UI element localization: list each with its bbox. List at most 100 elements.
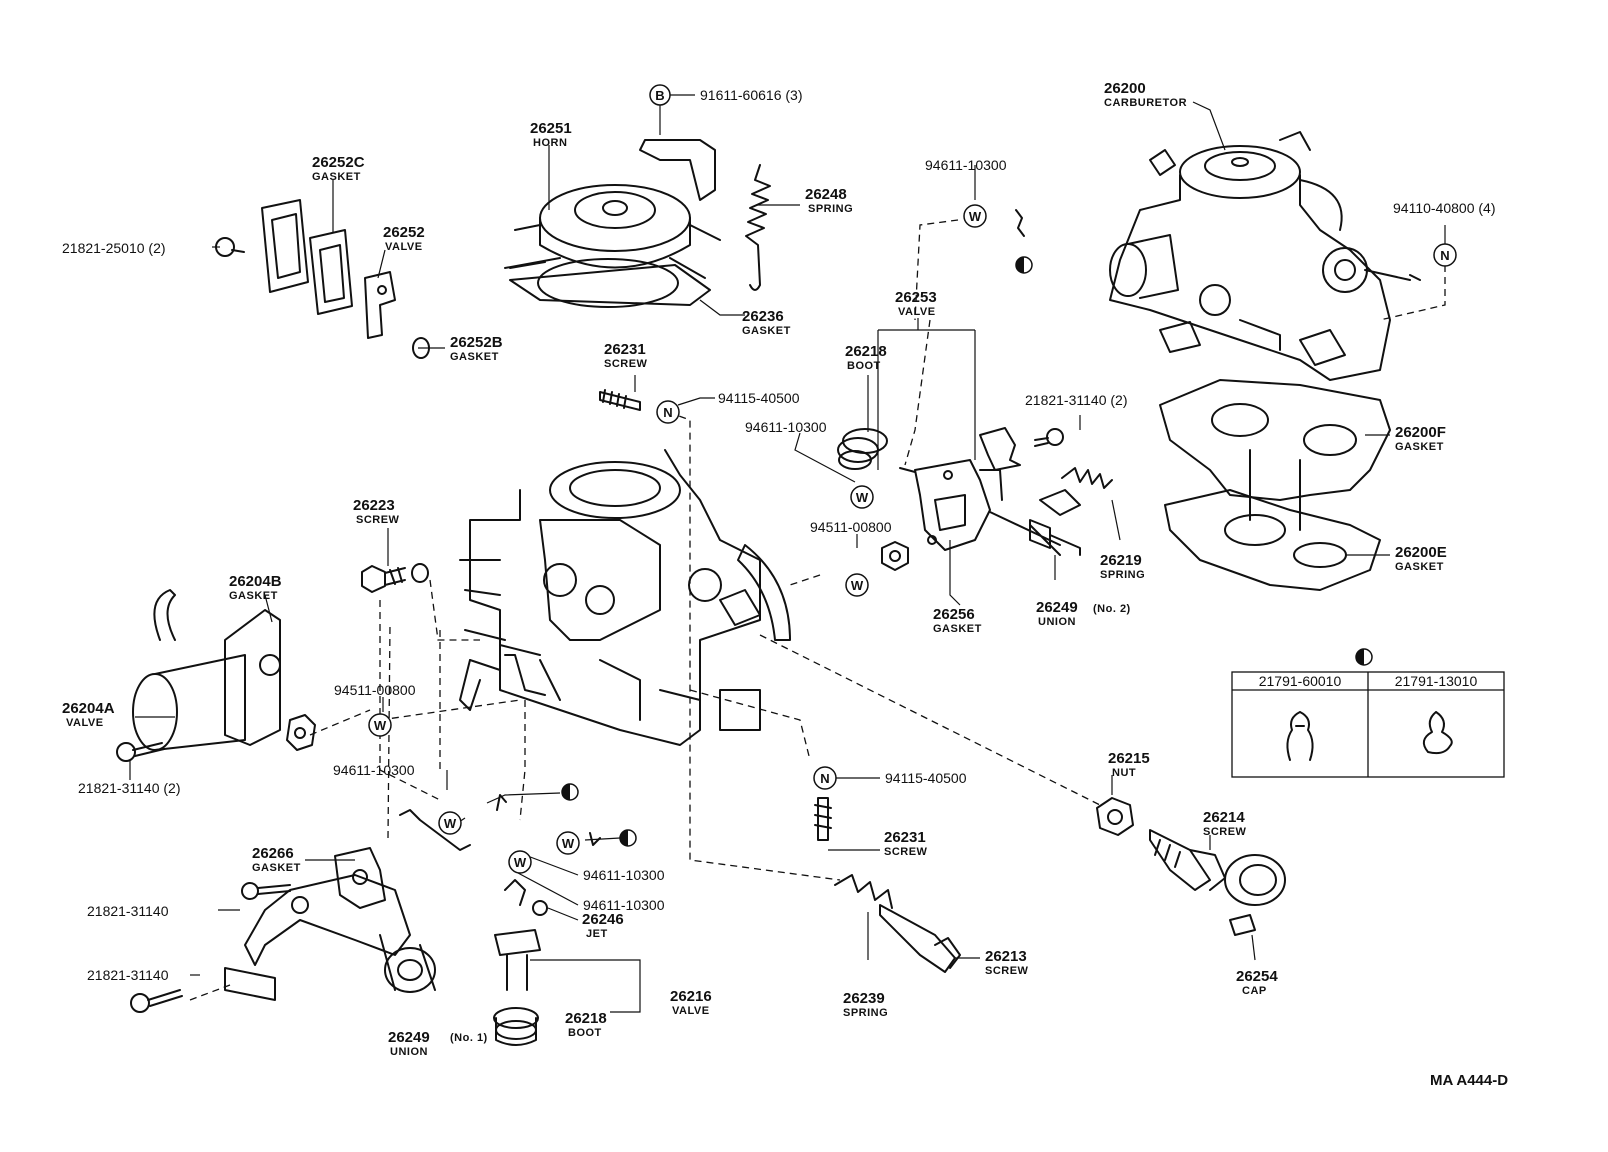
clip-13010-icon xyxy=(1422,711,1453,755)
symbol-w-nut: W xyxy=(845,573,869,597)
callout-26204b-name: GASKET xyxy=(229,590,278,602)
callout-26246-number: 26246 xyxy=(582,911,624,928)
callout-26252-number: 26252 xyxy=(383,224,425,241)
symbol-w-left: W xyxy=(368,713,392,737)
svg-text:N: N xyxy=(1440,248,1449,263)
union-26249-no2-part xyxy=(1029,519,1081,556)
spring-26248-part xyxy=(745,164,771,291)
callout-94115-top-number: 94115-40500 xyxy=(718,390,800,406)
gasket-26252c-part xyxy=(261,199,353,315)
callout-21821-25010-number: 21821-25010 (2) xyxy=(62,240,166,256)
symbol-w-top: W xyxy=(963,204,987,228)
clip-table: 21791-60010 21791-13010 xyxy=(1231,648,1505,778)
svg-text:N: N xyxy=(663,405,672,420)
callout-26249-no1-number: 26249 xyxy=(388,1029,430,1046)
callout-21821-31140-a-number: 21821-31140 xyxy=(87,903,169,919)
callout-26266-name: GASKET xyxy=(252,862,301,874)
callout-26213-number: 26213 xyxy=(985,948,1027,965)
svg-text:W: W xyxy=(444,816,457,831)
valve-26204a-part xyxy=(132,589,281,751)
callout-26231-top-name: SCREW xyxy=(604,358,648,370)
callout-26249-no1-qualifier: (No. 1) xyxy=(450,1032,488,1044)
symbol-b: B xyxy=(649,84,671,106)
callout-labels: 91611-60616 (3) 26251 HORN 26252C GASKET… xyxy=(62,80,1508,1089)
callout-26204b-number: 26204B xyxy=(229,573,282,590)
carburetor-body-part xyxy=(459,449,791,746)
callout-26223-number: 26223 xyxy=(353,497,395,514)
callout-94511-left-number: 94511-00800 xyxy=(334,682,416,698)
callout-26253-number: 26253 xyxy=(895,289,937,306)
callout-26218-bot-name: BOOT xyxy=(568,1027,602,1039)
callout-26251-name: HORN xyxy=(533,137,567,149)
bolt-21821-31140-2a-part xyxy=(1034,428,1064,447)
callout-94611-top-number: 94611-10300 xyxy=(925,157,1007,173)
callout-26200e-number: 26200E xyxy=(1395,544,1447,561)
callout-26218-bot-number: 26218 xyxy=(565,1010,607,1027)
clip-part xyxy=(979,427,1021,471)
spring-26219-part xyxy=(1039,467,1113,516)
cap-26254-part xyxy=(1224,854,1286,936)
callout-26248-number: 26248 xyxy=(805,186,847,203)
diagram-code: MA A444-D xyxy=(1430,1072,1508,1089)
symbol-n-top-right: N xyxy=(1433,243,1457,267)
callout-26252c-number: 26252C xyxy=(312,154,365,171)
callout-26251-number: 26251 xyxy=(530,120,572,137)
callout-91611-number: 91611-60616 (3) xyxy=(700,87,802,103)
nut-26215-part xyxy=(1096,797,1134,836)
callout-26266-number: 26266 xyxy=(252,845,294,862)
callout-26231-bot-name: SCREW xyxy=(884,846,928,858)
callout-94115-bot-number: 94115-40500 xyxy=(885,770,967,786)
carburetor-assembly-part xyxy=(1109,131,1421,381)
callout-26216-name: VALVE xyxy=(672,1005,710,1017)
plate-part xyxy=(224,967,276,1001)
valve-26216-part xyxy=(494,879,541,991)
gasket-26200e-part xyxy=(1164,489,1381,591)
clip-60010-icon xyxy=(1286,711,1314,761)
callout-26254-name: CAP xyxy=(1242,985,1267,997)
callout-94611-left-number: 94611-10300 xyxy=(333,762,415,778)
svg-text:W: W xyxy=(969,209,982,224)
symbol-w-b2: W xyxy=(556,831,580,855)
screw-26213-part xyxy=(879,904,961,973)
callout-26253-name: VALVE xyxy=(898,306,936,318)
nut-94511-left-part xyxy=(286,714,316,751)
svg-text:W: W xyxy=(374,718,387,733)
callout-26213-name: SCREW xyxy=(985,965,1029,977)
callout-26204a-number: 26204A xyxy=(62,700,115,717)
callout-21821-31140-2a-number: 21821-31140 (2) xyxy=(1025,392,1127,408)
callout-26236-number: 26236 xyxy=(742,308,784,325)
callout-26219-number: 26219 xyxy=(1100,552,1142,569)
gasket-26200f-part xyxy=(1159,379,1391,531)
svg-text:N: N xyxy=(820,771,829,786)
screw-26231-top-part xyxy=(599,389,641,411)
bracket-part xyxy=(639,139,716,201)
callout-26214-number: 26214 xyxy=(1203,809,1245,826)
boot-26218-top-part xyxy=(837,428,888,470)
bolt-21821-25010-part xyxy=(215,237,245,257)
bolt-21821-31140-a-part xyxy=(241,882,291,900)
callout-26239-number: 26239 xyxy=(843,990,885,1007)
symbol-n-bot: N xyxy=(813,766,837,790)
screw-26223-part xyxy=(361,563,429,593)
gasket-26266-part xyxy=(334,847,386,909)
callout-26239-name: SPRING xyxy=(843,1007,888,1019)
svg-text:W: W xyxy=(562,836,575,851)
valve-26253-part xyxy=(899,459,1061,556)
callout-26200f-name: GASKET xyxy=(1395,441,1444,453)
symbol-w-b3: W xyxy=(508,850,532,874)
callout-26249-no2-name: UNION xyxy=(1038,616,1076,628)
clip-table-col1: 21791-60010 xyxy=(1259,673,1342,689)
callout-26252-name: VALVE xyxy=(385,241,423,253)
clip-table-col2: 21791-13010 xyxy=(1395,673,1478,689)
bolt-21821-31140-2b-part xyxy=(116,742,165,762)
callout-26215-name: NUT xyxy=(1112,767,1136,779)
half-circle-icon-mid xyxy=(561,783,579,801)
jet-26246-part xyxy=(532,900,548,916)
callout-26218-top-name: BOOT xyxy=(847,360,881,372)
boot-26218-bot-part xyxy=(493,1007,539,1046)
callout-26214-name: SCREW xyxy=(1203,826,1247,838)
half-circle-table-fill xyxy=(1356,649,1364,665)
callout-26200e-name: GASKET xyxy=(1395,561,1444,573)
callout-26248-name: SPRING xyxy=(808,203,853,215)
svg-text:W: W xyxy=(856,490,869,505)
